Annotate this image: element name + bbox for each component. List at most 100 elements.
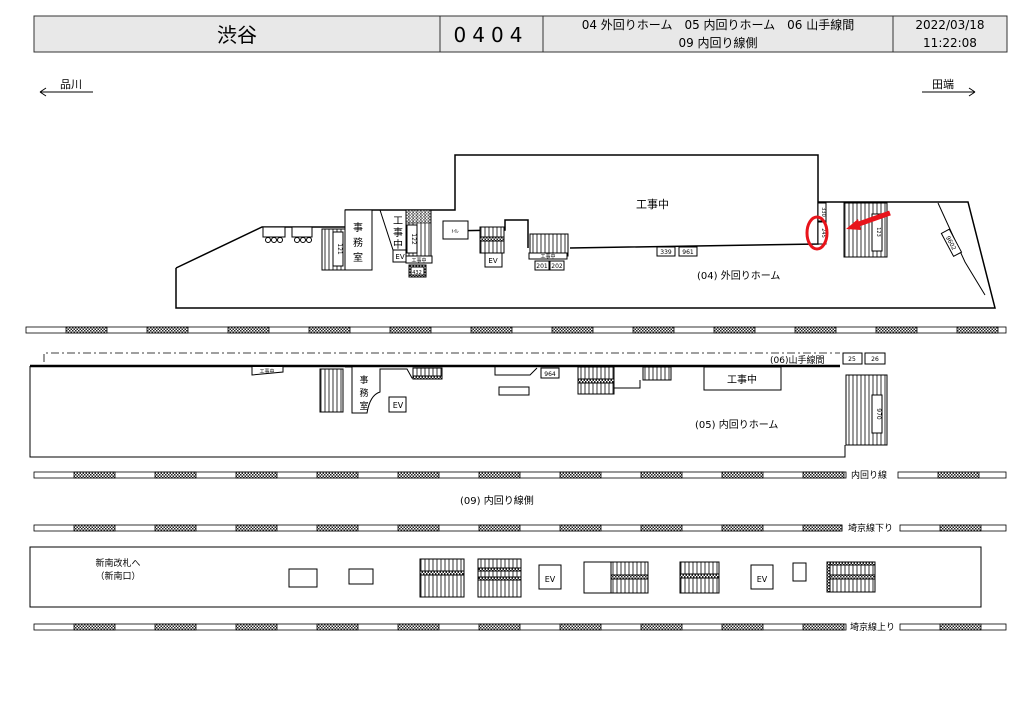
platform-05-label: (05) 内回りホーム bbox=[695, 418, 778, 431]
toilet-label: ﾄｲﾚ bbox=[451, 229, 459, 235]
station-name: 渋谷 bbox=[217, 23, 257, 47]
construction-label: 事 bbox=[393, 226, 403, 239]
construction-label: 工 bbox=[393, 216, 403, 227]
equipment-number: 9602 bbox=[944, 235, 957, 252]
construction-small-label: 工事中 bbox=[411, 257, 426, 264]
track-segment bbox=[227, 326, 270, 334]
track-segment bbox=[389, 326, 432, 334]
stair-number: 123 bbox=[875, 227, 881, 237]
office-label: 事 bbox=[359, 374, 368, 386]
track-segment bbox=[478, 524, 521, 532]
track-label-inner: 内回り線 bbox=[851, 469, 887, 481]
stair-number: 432 bbox=[412, 270, 422, 276]
track-segment bbox=[713, 326, 756, 334]
track-segment bbox=[33, 471, 847, 479]
track-segment bbox=[397, 524, 440, 532]
equipment-number: 201 bbox=[536, 263, 548, 270]
equipment-number: 202 bbox=[551, 263, 563, 270]
track-segment bbox=[316, 623, 359, 631]
direction-left: 品川 bbox=[39, 78, 93, 97]
construction-label: 中 bbox=[393, 238, 403, 251]
station-code: 0404 bbox=[454, 23, 529, 47]
track-segment bbox=[794, 326, 837, 334]
track-segment bbox=[146, 326, 189, 334]
track-segment bbox=[397, 623, 440, 631]
track-segment bbox=[640, 471, 683, 479]
platform-05: 工事中 事 務 室 EV 964 工事中 (06)山手線間 25 26 970 … bbox=[29, 352, 888, 458]
platform-04: 121 事 務 室 工 事 中 EV 122 工事中 432 ﾄｲﾚ EV 工事… bbox=[175, 154, 996, 309]
construction-small-label: 工事中 bbox=[259, 368, 274, 375]
arrow-right-icon bbox=[922, 87, 976, 97]
platform-09-label: (09) 内回り線側 bbox=[460, 494, 534, 507]
track-segment bbox=[802, 524, 843, 532]
track-segment bbox=[316, 471, 359, 479]
elevator-label: EV bbox=[757, 575, 768, 584]
office-label: 務 bbox=[353, 236, 363, 249]
stair-number: 970 bbox=[875, 408, 882, 420]
equipment-number: 339 bbox=[660, 249, 672, 256]
track-segment bbox=[939, 524, 982, 532]
track-segment bbox=[154, 623, 197, 631]
construction-area-label: 工事中 bbox=[636, 198, 669, 211]
track-label-saikyo-up: 埼京線上り bbox=[850, 621, 895, 633]
track-segment bbox=[640, 623, 683, 631]
equipment-number: 961 bbox=[682, 249, 694, 256]
equipment-number: 26 bbox=[871, 356, 879, 363]
highlight-arrow-icon bbox=[846, 210, 891, 230]
direction-right-label: 田端 bbox=[932, 78, 954, 91]
office-label: 室 bbox=[359, 400, 368, 412]
construction-area-label: 工事中 bbox=[727, 373, 757, 386]
elevator-label: EV bbox=[393, 401, 404, 410]
track-segment bbox=[316, 524, 359, 532]
track-segment bbox=[65, 326, 108, 334]
track-segment bbox=[73, 471, 116, 479]
track-segment bbox=[559, 623, 602, 631]
track-segment bbox=[632, 326, 675, 334]
track-segment bbox=[802, 471, 845, 479]
track-segment bbox=[802, 623, 845, 631]
areas-line-1: 04 外回りホーム 05 内回りホーム 06 山手線間 bbox=[582, 17, 855, 32]
track-segment bbox=[559, 524, 602, 532]
track-segment bbox=[235, 524, 278, 532]
platform-04-label: (04) 外回りホーム bbox=[697, 270, 780, 282]
track-segment bbox=[73, 524, 116, 532]
highlight-circle bbox=[805, 215, 829, 251]
stair-number: 121 bbox=[336, 243, 343, 255]
track-label-saikyo-down: 埼京線下り bbox=[848, 522, 893, 534]
track-segment bbox=[235, 471, 278, 479]
equipment-number-highlighted: 245 bbox=[820, 228, 826, 238]
stair-number: 122 bbox=[410, 233, 417, 245]
track-segment bbox=[937, 471, 980, 479]
track-segment bbox=[721, 623, 764, 631]
track-segment bbox=[154, 524, 197, 532]
equipment-number: 25 bbox=[848, 356, 856, 363]
track-segment bbox=[721, 524, 764, 532]
arrow-left-icon bbox=[39, 87, 93, 97]
track-segment bbox=[640, 524, 683, 532]
track-segment bbox=[478, 471, 521, 479]
platform-09-area: 新南改札へ （新南口） EV EV bbox=[29, 546, 982, 608]
track-segment bbox=[875, 326, 918, 334]
track-segment bbox=[956, 326, 999, 334]
exit-direction-label: 新南改札へ bbox=[95, 557, 140, 569]
office-label: 務 bbox=[359, 387, 368, 399]
office-label: 事 bbox=[353, 221, 363, 234]
track-segment bbox=[235, 623, 278, 631]
track-segment bbox=[33, 623, 847, 631]
office-label: 室 bbox=[353, 251, 363, 264]
elevator-label: EV bbox=[545, 575, 556, 584]
track-segment bbox=[939, 623, 982, 631]
track-segment bbox=[470, 326, 513, 334]
track-segment bbox=[308, 326, 351, 334]
track-segment bbox=[559, 471, 602, 479]
header-bar: 渋谷 0404 04 外回りホーム 05 内回りホーム 06 山手線間 09 内… bbox=[33, 15, 1008, 53]
track-segment bbox=[551, 326, 594, 334]
elevator-label: EV bbox=[488, 257, 497, 265]
direction-left-label: 品川 bbox=[60, 78, 82, 91]
exit-name-label: （新南口） bbox=[95, 570, 140, 582]
track-segment bbox=[397, 471, 440, 479]
time-text: 11:22:08 bbox=[923, 36, 977, 50]
elevator-label: EV bbox=[395, 253, 404, 261]
track-segment bbox=[721, 471, 764, 479]
